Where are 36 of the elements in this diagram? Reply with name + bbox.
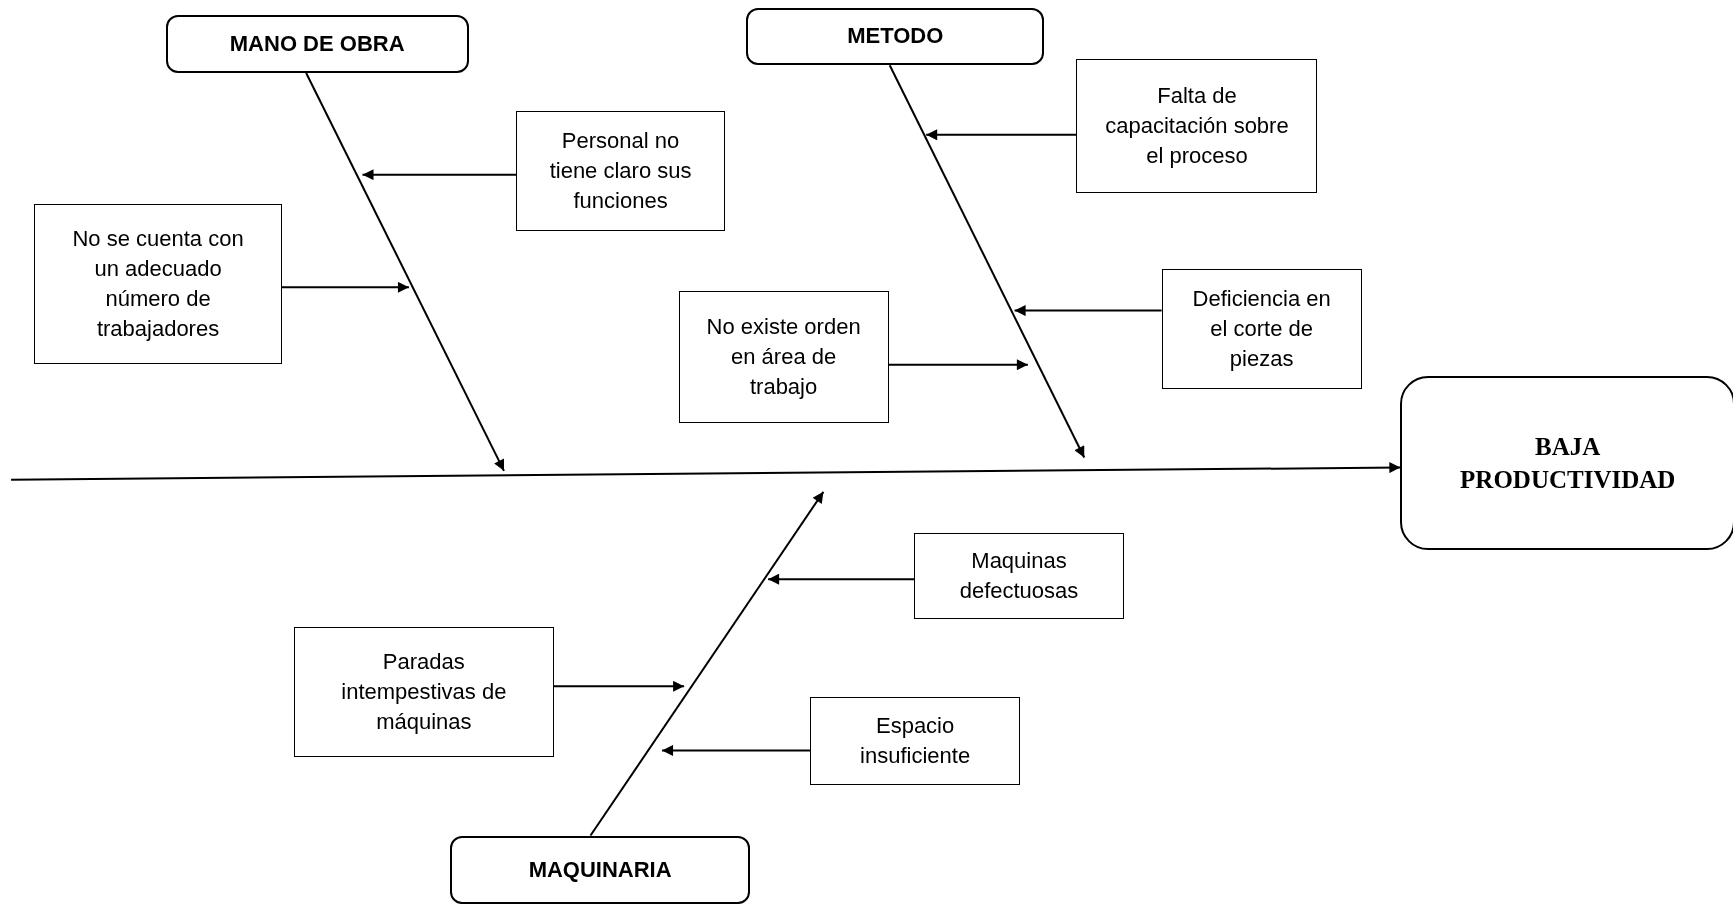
arrow bbox=[589, 490, 825, 837]
category-label: MAQUINARIA bbox=[528, 855, 672, 884]
cause-box bbox=[516, 110, 725, 231]
category-box bbox=[449, 835, 751, 905]
category-label: MANO DE OBRA bbox=[229, 30, 405, 59]
arrow bbox=[10, 462, 1402, 481]
cause-label: No existe orden en área de trabajo bbox=[705, 313, 862, 401]
cause-box bbox=[678, 290, 889, 424]
cause-label: Paradas intempestivas de máquinas bbox=[340, 647, 508, 736]
arrow bbox=[888, 64, 1086, 459]
arrow bbox=[661, 744, 812, 756]
cause-box bbox=[810, 697, 1021, 785]
category-box bbox=[165, 15, 469, 73]
cause-label: Maquinas defectuosas bbox=[958, 546, 1080, 605]
cause-label: Deficiencia en el corte de piezas bbox=[1191, 284, 1332, 373]
arrow bbox=[305, 71, 505, 472]
cause-box bbox=[914, 532, 1124, 619]
cause-label: Espacio insuficiente bbox=[859, 712, 972, 771]
arrow bbox=[1013, 305, 1163, 317]
cause-label: Personal no tiene claro sus funciones bbox=[548, 126, 693, 215]
cause-box bbox=[1161, 268, 1362, 390]
arrow bbox=[887, 359, 1029, 371]
effect-box bbox=[1400, 375, 1733, 551]
arrow bbox=[552, 680, 686, 692]
arrow bbox=[767, 573, 915, 585]
cause-box bbox=[1076, 58, 1318, 194]
category-box bbox=[746, 7, 1045, 66]
arrow bbox=[925, 129, 1078, 141]
cause-label: Falta de capacitación sobre el proceso bbox=[1104, 81, 1290, 170]
category-label: METODO bbox=[847, 22, 944, 51]
cause-box bbox=[34, 204, 282, 364]
cause-box bbox=[294, 626, 554, 758]
effect-label: BAJA PRODUCTIVIDAD bbox=[1459, 432, 1677, 496]
arrow bbox=[280, 281, 410, 293]
arrow bbox=[361, 169, 518, 181]
cause-label: No se cuenta con un adecuado número de trabajadores bbox=[71, 225, 245, 343]
